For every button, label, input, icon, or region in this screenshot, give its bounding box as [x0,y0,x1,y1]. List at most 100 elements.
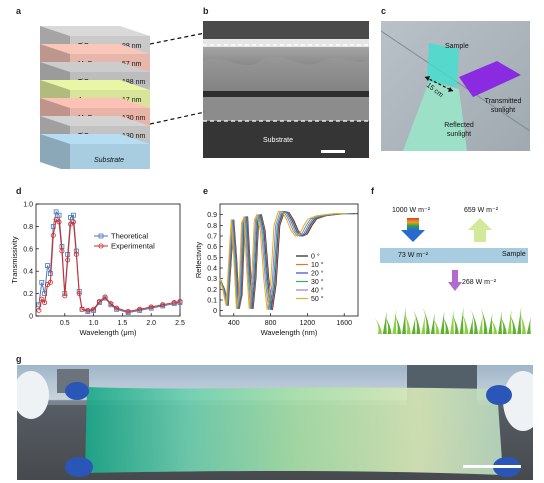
layer-thickness-label: 88 nm [122,43,142,50]
transmitted-light-patch [459,61,521,97]
layer-thickness-label: 188 nm [122,79,146,86]
panel-label-b: b [203,6,209,16]
transparent-film [85,387,503,475]
panel-label-e: e [203,186,209,196]
sample-bar [380,248,528,263]
panel-label-f: f [371,186,374,196]
data-point [39,296,45,302]
x-axis-label: Wavelength (nm) [261,328,318,337]
layer-thickness-label: 130 nm [122,133,146,140]
x-tick-label: 1200 [300,320,316,327]
legend-label: 0 ° [311,253,320,261]
legend-label: Theoretical [111,232,148,241]
energy-balance-diagram: 1000 W m⁻² 659 W m⁻² 73 W m⁻² Sample 268… [372,196,534,336]
data-point [79,306,85,312]
sem-image-graphic [203,21,369,158]
x-tick-label: 2.0 [146,320,156,327]
layer-thickness-label: 57 nm [122,61,142,68]
large-film-photo [17,365,533,480]
data-point [65,257,71,263]
y-tick-label: 0.7 [207,234,217,241]
y-tick-label: 0.2 [207,287,217,294]
panel-label-d: d [16,186,22,196]
right-upper-glove [486,385,512,405]
data-point [96,298,102,304]
photo-scale-bar [463,465,521,468]
energy-balance-graphic [375,218,531,334]
legend-label: 20 ° [311,270,324,278]
data-point [56,219,62,225]
series-line-3 [219,210,353,311]
reflected-light-patch [403,81,467,151]
y-tick-label: 0.4 [207,266,217,273]
data-point [73,251,79,257]
data-point [36,307,42,313]
legend-marker [98,243,104,249]
y-tick-label: 0 [29,314,33,321]
y-axis-label: Reflectivity [196,242,203,279]
reflected-sunlight-label: Reflected sunlight [444,122,474,138]
x-tick-label: 1.5 [118,320,128,327]
legend-label: Experimental [111,242,155,251]
data-point [148,304,154,310]
data-point [42,300,48,306]
y-tick-label: 0.4 [23,269,33,276]
data-point [171,300,177,306]
data-point [50,232,56,238]
incoming-sunlight-arrow [401,218,425,242]
data-point [36,302,42,308]
data-point [45,263,50,268]
plot-frame [35,203,181,317]
y-tick-label: 0 [213,308,217,315]
y-tick-label: 0.3 [207,276,217,283]
sem-cross-section-image: Substrate [203,21,369,158]
legend-label: 10 ° [311,261,324,269]
absorbed-power-label: 73 W m⁻² [398,252,429,259]
photo-g-graphic [17,365,533,480]
x-tick-label: 400 [228,320,240,327]
data-point [137,306,143,312]
y-axis-label: Transmissivity [10,236,19,283]
plot-frame [219,203,359,317]
legend-label: 50 ° [311,295,324,303]
data-point [42,291,48,296]
incoming-power-label: 1000 W m⁻² [392,207,430,214]
left-person-sleeve [17,371,49,419]
photo-c-graphic [381,30,530,151]
legend-label: 40 ° [311,287,324,295]
y-tick-label: 0.2 [23,291,33,298]
sample-film [427,43,459,87]
reflected-arrow [468,218,492,242]
data-point [76,291,82,297]
right-person-sleeve [503,371,533,431]
x-tick-label: 0.5 [60,320,70,327]
transmitted-power-label: 268 W m⁻² [462,279,497,286]
transmitted-sunlight-label: Transmitted sunlight [484,98,522,114]
y-tick-label: 0.6 [23,246,33,253]
sample-bar-label: Sample [502,251,526,258]
panel-label-c: c [381,6,387,16]
data-point [39,280,45,285]
left-upper-glove [65,382,89,400]
data-point [70,219,76,225]
sem-substrate-label: Substrate [263,137,293,144]
data-point [47,279,53,285]
data-point [91,306,97,312]
x-tick-label: 2.5 [175,320,185,327]
layer-thickness-label: 17 nm [122,97,142,104]
transmission-photo: Sample 15 cm Transmitted sunlight Reflec… [381,21,530,151]
x-tick-label: 1.0 [89,320,99,327]
data-point [102,294,108,300]
panel-label-a: a [16,6,22,16]
data-point [59,248,65,254]
data-point [71,212,76,218]
x-axis-label: Wavelength (μm) [80,328,137,337]
data-point [56,212,62,218]
reflected-power-label: 659 W m⁻² [464,207,499,214]
legend-label: 30 ° [311,278,324,286]
y-tick-label: 0.5 [207,255,217,262]
data-point [85,307,91,313]
data-point [62,293,68,299]
